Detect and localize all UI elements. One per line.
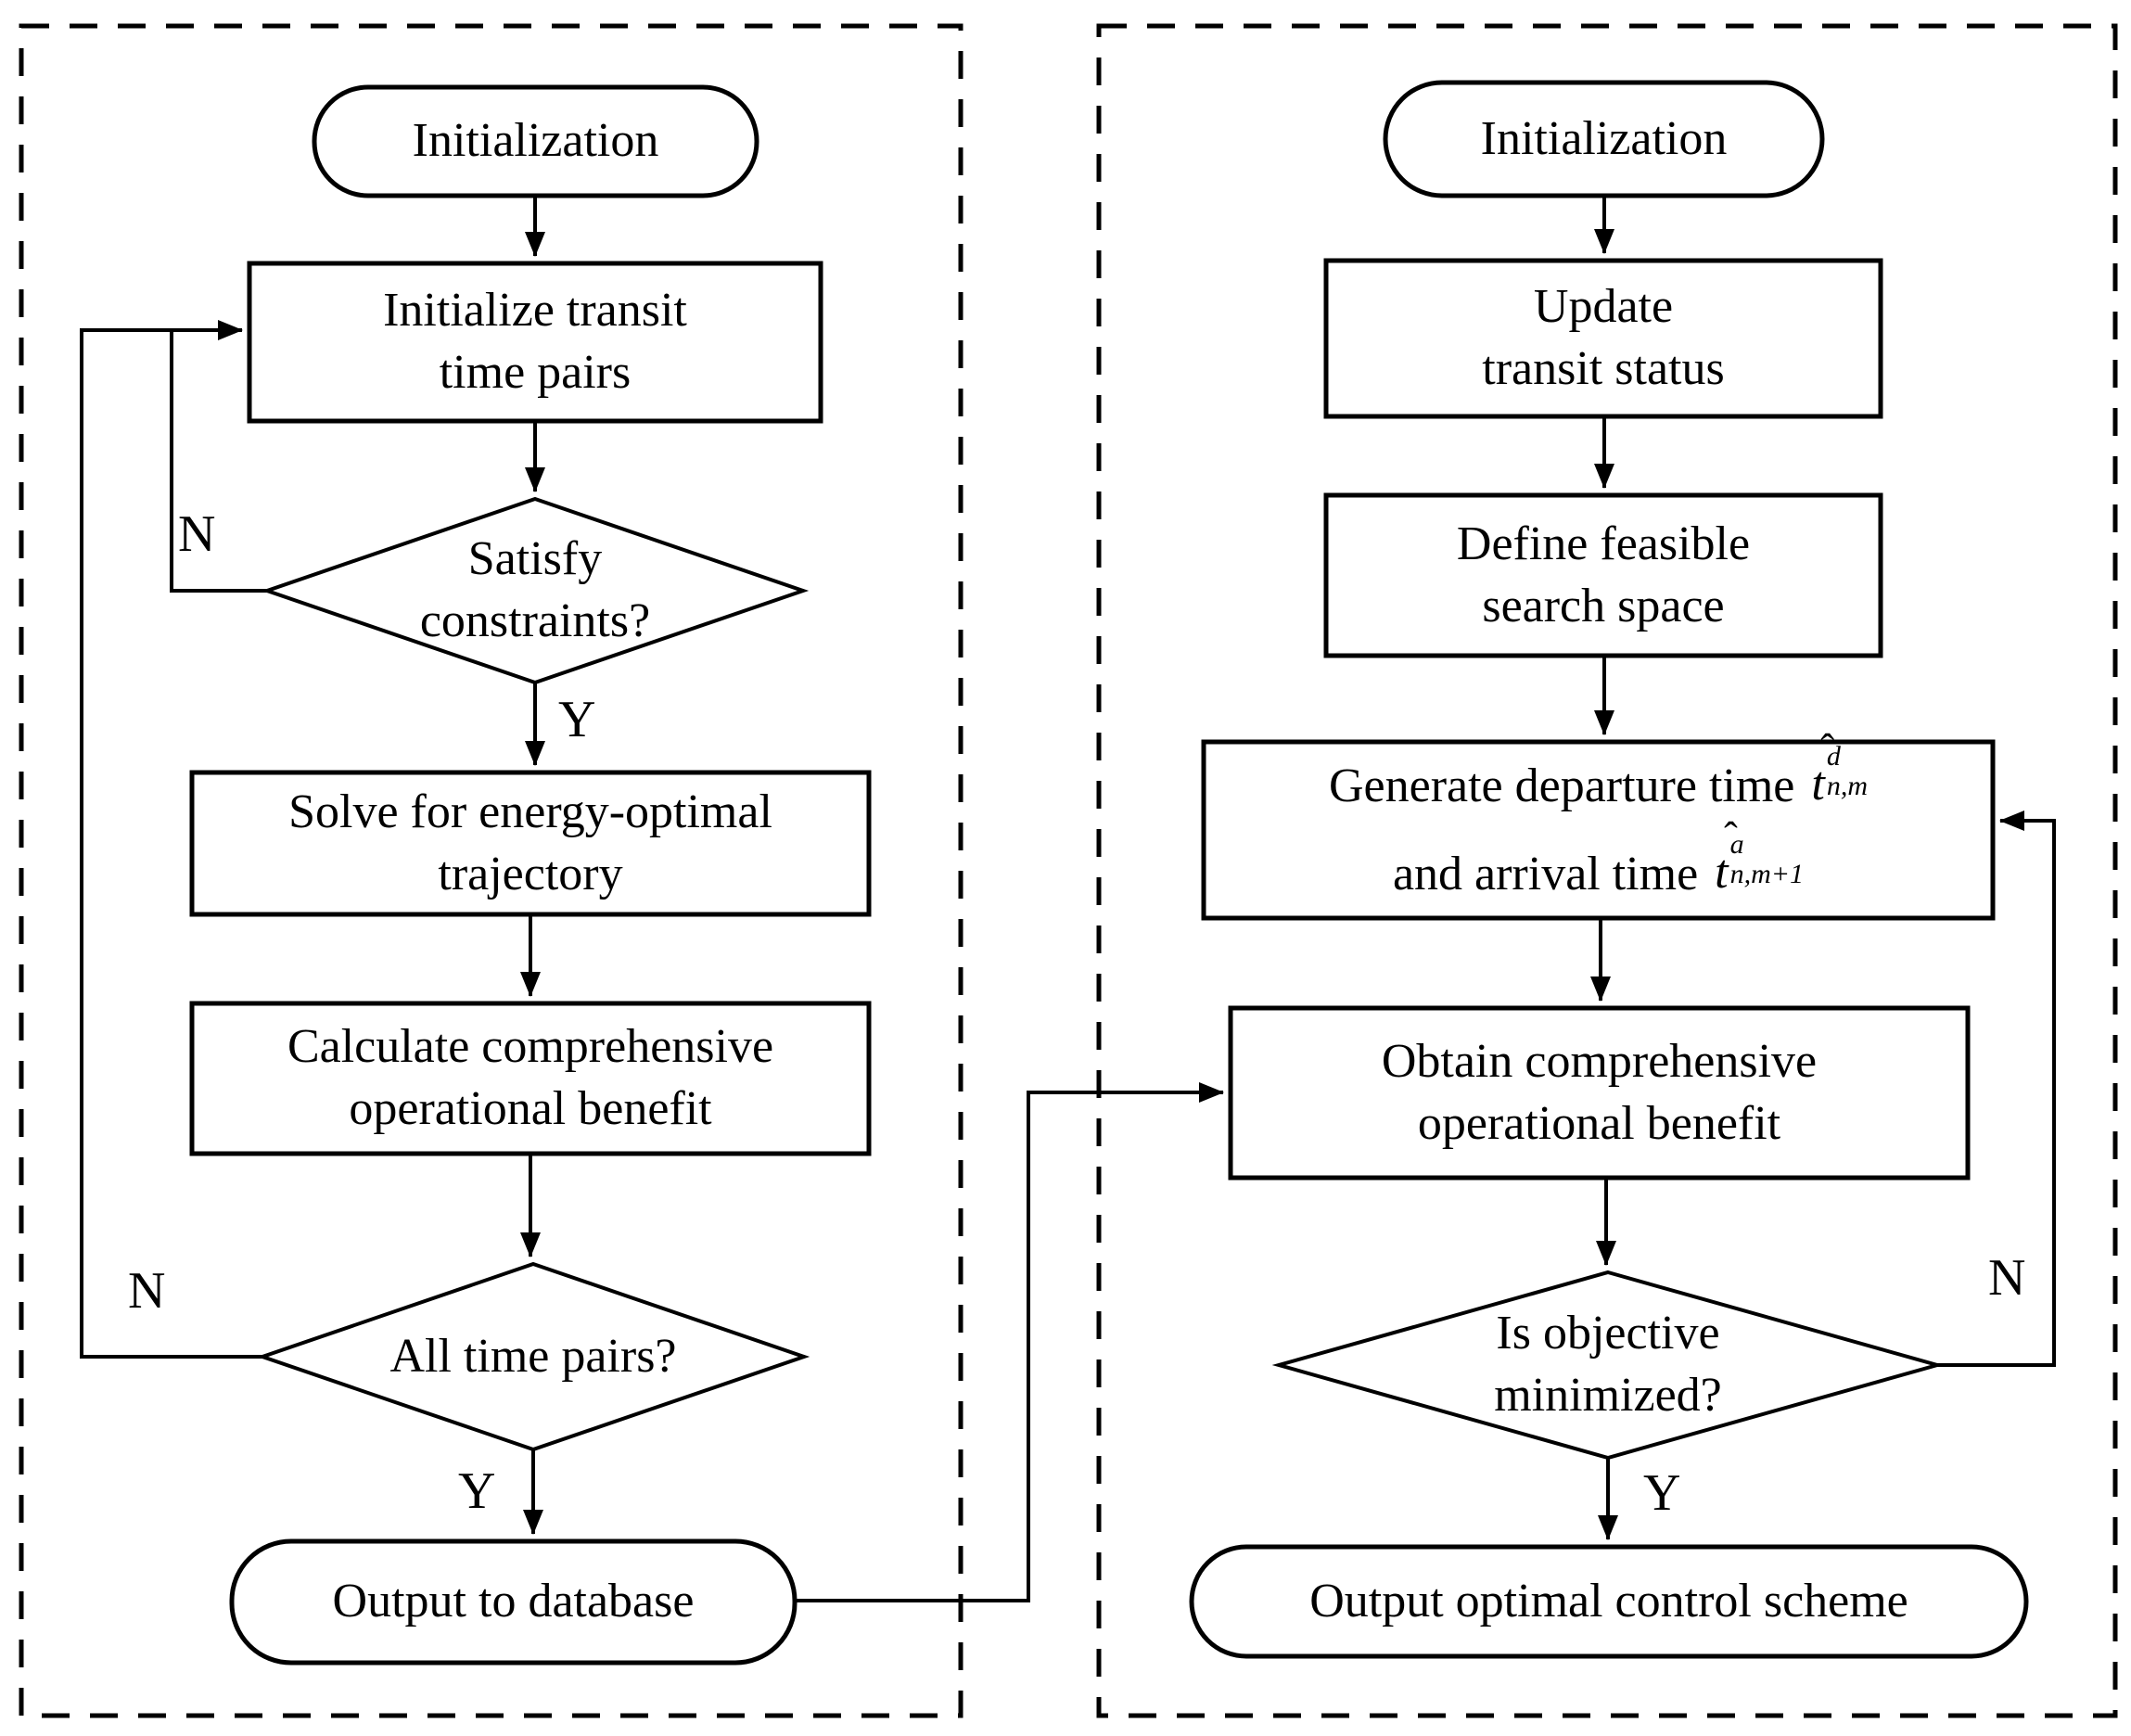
left-init-pairs-box-shape: [247, 261, 823, 424]
right-define-box-shape: [1323, 492, 1883, 658]
right-objective-diamond: Is objective minimized?: [1494, 1307, 1722, 1422]
edge-left-all-pairs-no-loop: [80, 320, 262, 1359]
right-output-terminator-shape: [1189, 1544, 2029, 1659]
right-obtain-box: Obtain comprehensive operational benefit: [1381, 1034, 1818, 1150]
right-objective-yes-label: Y: [1643, 1464, 1681, 1522]
generate-line-departure: Generate departure time ˆ t d n,m: [1328, 726, 1868, 830]
hat-accent: ˆ: [1724, 814, 1738, 860]
superscript-d: d: [1826, 741, 1841, 772]
right-update-box: Update transit status: [1482, 280, 1725, 395]
left-output-terminator: Output to database: [332, 1575, 695, 1628]
left-calc-box-shape: [189, 1001, 872, 1156]
t-variable: t: [1811, 758, 1825, 811]
left-all-pairs-yes-label: Y: [458, 1462, 496, 1520]
subscript-nm: n,m: [1826, 770, 1868, 801]
left-solve-box: Solve for energy-optimal trajectory: [288, 785, 772, 900]
subscript-nm1: n,m+1: [1729, 858, 1805, 889]
arrival-time-symbol: ˆ t a n,m+1: [1715, 814, 1805, 903]
right-update-box-shape: [1323, 258, 1883, 419]
right-generate-box: Generate departure time ˆ t d n,m and ar…: [1204, 726, 1993, 918]
superscript-a: a: [1729, 829, 1744, 860]
right-obtain-box-shape: [1228, 1005, 1971, 1181]
right-start-terminator: Initialization: [1480, 111, 1728, 165]
edge-left-constraints-no-loop: [170, 328, 267, 593]
hat-accent: ˆ: [1820, 726, 1835, 772]
left-constraints-yes-label: Y: [558, 691, 596, 748]
right-output-terminator: Output optimal control scheme: [1309, 1574, 1908, 1628]
left-solve-box-shape: [189, 770, 872, 917]
right-define-box: Define feasible search space: [1456, 517, 1751, 632]
edge-right-objective-no-loop: [1937, 811, 2056, 1367]
generate-line2-text: and arrival time: [1392, 848, 1699, 900]
left-constraints-no-label: N: [178, 505, 216, 563]
left-calc-box: Calculate comprehensive operational bene…: [287, 1020, 774, 1135]
t-variable: t: [1715, 846, 1729, 899]
generate-line1-text: Generate departure time: [1328, 760, 1795, 812]
right-objective-no-label: N: [1988, 1249, 2026, 1307]
left-all-pairs-diamond: All time pairs?: [389, 1329, 677, 1383]
left-panel-border: [19, 23, 963, 1718]
departure-time-symbol: ˆ t d n,m: [1811, 726, 1868, 815]
right-panel-border: [1096, 23, 2118, 1718]
edge-output-db-to-obtain: [795, 1082, 1224, 1602]
generate-line-arrival: and arrival time ˆ t a n,m+1: [1392, 814, 1805, 918]
left-all-pairs-no-label: N: [128, 1262, 166, 1320]
right-generate-box-shape: [1201, 739, 1996, 921]
left-constraints-diamond: Satisfy constraints?: [419, 532, 651, 647]
left-init-pairs-box: Initialize transit time pairs: [383, 284, 687, 399]
left-start-terminator: Initialization: [412, 114, 659, 168]
